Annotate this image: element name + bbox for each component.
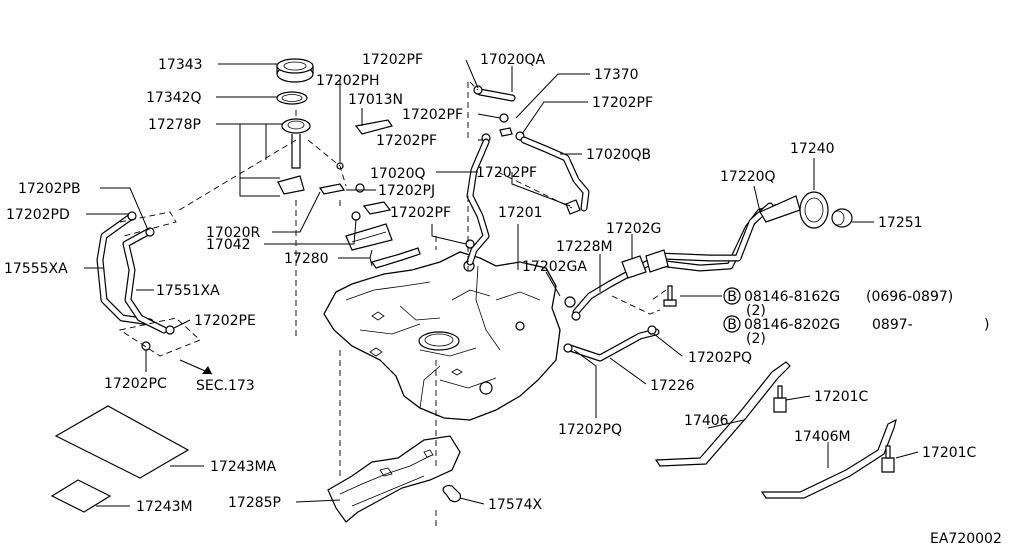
filler-tube-17220Q [646,195,801,272]
filler-ring-17240 [799,191,829,229]
label-bolt1-code: 08146-8162G [744,289,840,305]
label-bolt2-close: ) [984,317,989,333]
bolt2-marker [723,315,741,333]
label-17243M: 17243M [136,499,193,515]
label-17555XA: 17555XA [4,261,68,277]
label-17202PQ-b: 17202PQ [558,422,622,438]
o-ring-17342Q [276,91,308,105]
label-17202PC: 17202PC [104,376,167,392]
filler-cap-17251 [831,208,853,228]
label-17042: 17042 [206,237,251,253]
pad-17243MA [54,405,190,479]
label-17240: 17240 [790,141,835,157]
label-17574X: 17574X [488,497,543,513]
label-bolt2-range: 0897- [872,317,913,333]
label-17278P: 17278P [148,117,201,133]
label-17228M: 17228M [556,239,613,255]
label-17202G: 17202G [606,221,661,237]
label-17202PF-a: 17202PF [362,52,423,68]
label-17202PD: 17202PD [6,207,70,223]
label-17370: 17370 [594,67,639,83]
label-bolt1-range: (0696-0897) [866,289,953,305]
clip-17202PE [165,325,175,335]
diagram-code: EA720002 [930,531,1002,547]
label-17285P: 17285P [228,495,281,511]
label-17220Q: 17220Q [720,169,776,185]
label-17020Q: 17020Q [370,166,426,182]
label-17551XA: 17551XA [156,283,220,299]
label-17202PJ: 17202PJ [378,183,435,199]
label-bolt2-code: 08146-8202G [744,317,840,333]
label-17020QB: 17020QB [586,147,651,163]
label-17202GA: 17202GA [522,259,587,275]
hose-17226 [566,328,660,362]
hose-17020Q [465,138,490,266]
clips-17202PF [481,113,525,143]
hose-17551XA [122,228,168,334]
bolt1-marker-text: B [727,289,737,305]
bolt1-marker [723,287,741,305]
label-17013N: 17013N [348,92,403,108]
clip-17202PQ-a [647,325,657,335]
label-17020R: 17020R [206,225,261,241]
label-17202PF-e: 17202PF [476,165,537,181]
label-17406M: 17406M [794,429,851,445]
label-17280: 17280 [284,251,329,267]
label-17201C-b: 17201C [922,445,977,461]
hose-17228M [572,249,669,316]
label-bolt1-qty: (2) [746,303,766,319]
pump-unit-17278P [277,118,311,195]
clip-17202GA [564,296,576,308]
bolt-08146 [663,285,677,307]
small-parts-cluster [319,119,421,269]
heat-shield-17285P [327,435,461,523]
strap-17406 [654,361,791,467]
bolt2-marker-text: B [727,317,737,333]
label-17020QA: 17020QA [480,52,546,68]
leader-lines [84,59,919,507]
hose-17020QB [520,136,590,215]
label-17202PF-d: 17202PF [376,133,437,149]
label-17243MA: 17243MA [210,459,277,475]
label-17201C-a: 17201C [814,389,869,405]
label-sec173: SEC.173 [196,378,255,394]
label-17226: 17226 [650,378,695,394]
hose-17020QA [473,85,516,102]
label-17202PH: 17202PH [316,73,380,89]
label-bolt2-qty: (2) [746,331,766,347]
label-17406: 17406 [684,413,729,429]
label-17201: 17201 [498,205,543,221]
bolt-17201C-b [881,445,895,473]
label-17202PB: 17202PB [18,181,81,197]
hose-17555XA [96,212,154,326]
grommet-17574X [442,485,461,503]
label-17202PF-b: 17202PF [402,107,463,123]
clip-17202PC [141,341,151,351]
label-17343: 17343 [158,57,203,73]
clip-17202PQ-b [563,343,573,353]
label-17202PE: 17202PE [194,313,256,329]
label-17342Q: 17342Q [146,90,202,106]
label-17202PQ-a: 17202PQ [688,350,752,366]
label-17251: 17251 [878,215,923,231]
fuel-cap-17343 [276,58,314,83]
pad-17243M [50,479,112,513]
bolt-17201C-a [773,385,787,413]
label-17202PF-f: 17202PF [390,205,451,221]
label-17202PF-c: 17202PF [592,95,653,111]
strap-17406M [760,418,897,499]
fuel-tank-17201 [323,251,561,421]
